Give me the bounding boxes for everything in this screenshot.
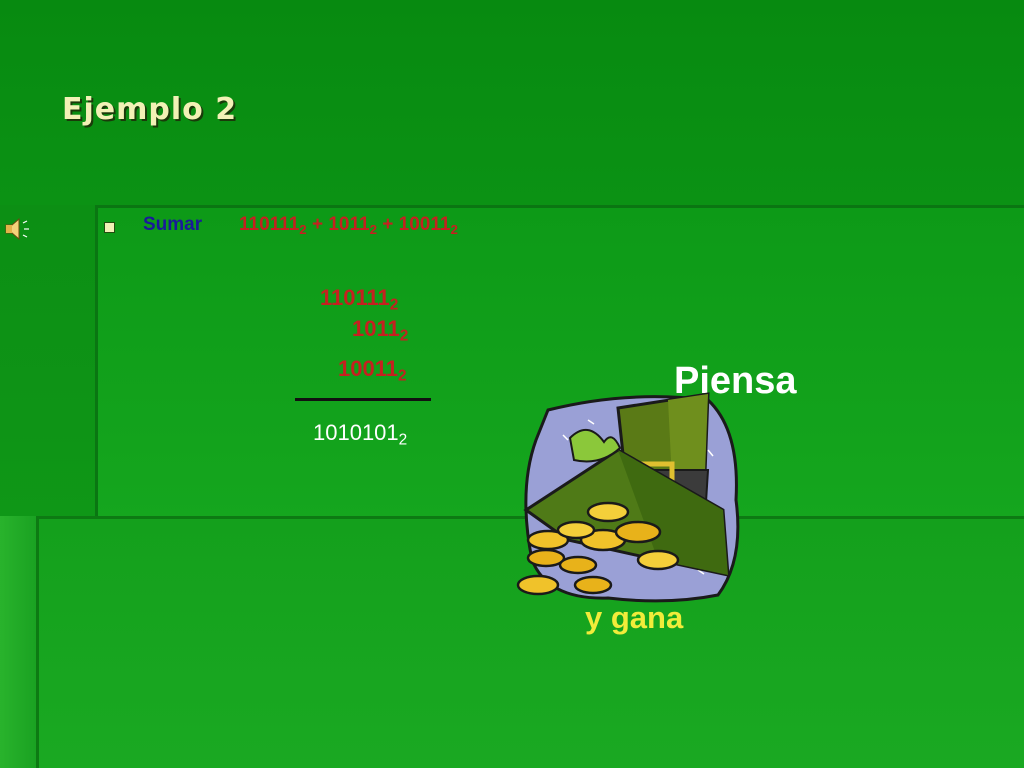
header-band [0, 0, 1024, 205]
caption-y-gana: y gana [585, 600, 684, 635]
bullet-label: Sumar [143, 214, 203, 235]
slide-title: Ejemplo 2 [62, 92, 238, 127]
sum-rule [295, 398, 431, 401]
term-3: 100112 [398, 214, 458, 237]
bullet-marker [104, 222, 115, 233]
addend-2: 10112 [352, 316, 409, 345]
speaker-icon[interactable] [2, 213, 34, 245]
left-strip [0, 516, 36, 768]
bullet-expression: 1101112 + 10112 + 100112 [239, 214, 458, 237]
term-2: 10112 [328, 214, 377, 237]
sum-result: 10101012 [313, 420, 408, 449]
addend-3: 100112 [338, 356, 407, 385]
term-1: 1101112 [239, 214, 307, 237]
plus-operator: + [311, 214, 324, 235]
leprechaun-hat-coins-clipart [516, 392, 740, 603]
addend-1: 1101112 [320, 285, 399, 314]
plus-operator: + [382, 214, 394, 235]
